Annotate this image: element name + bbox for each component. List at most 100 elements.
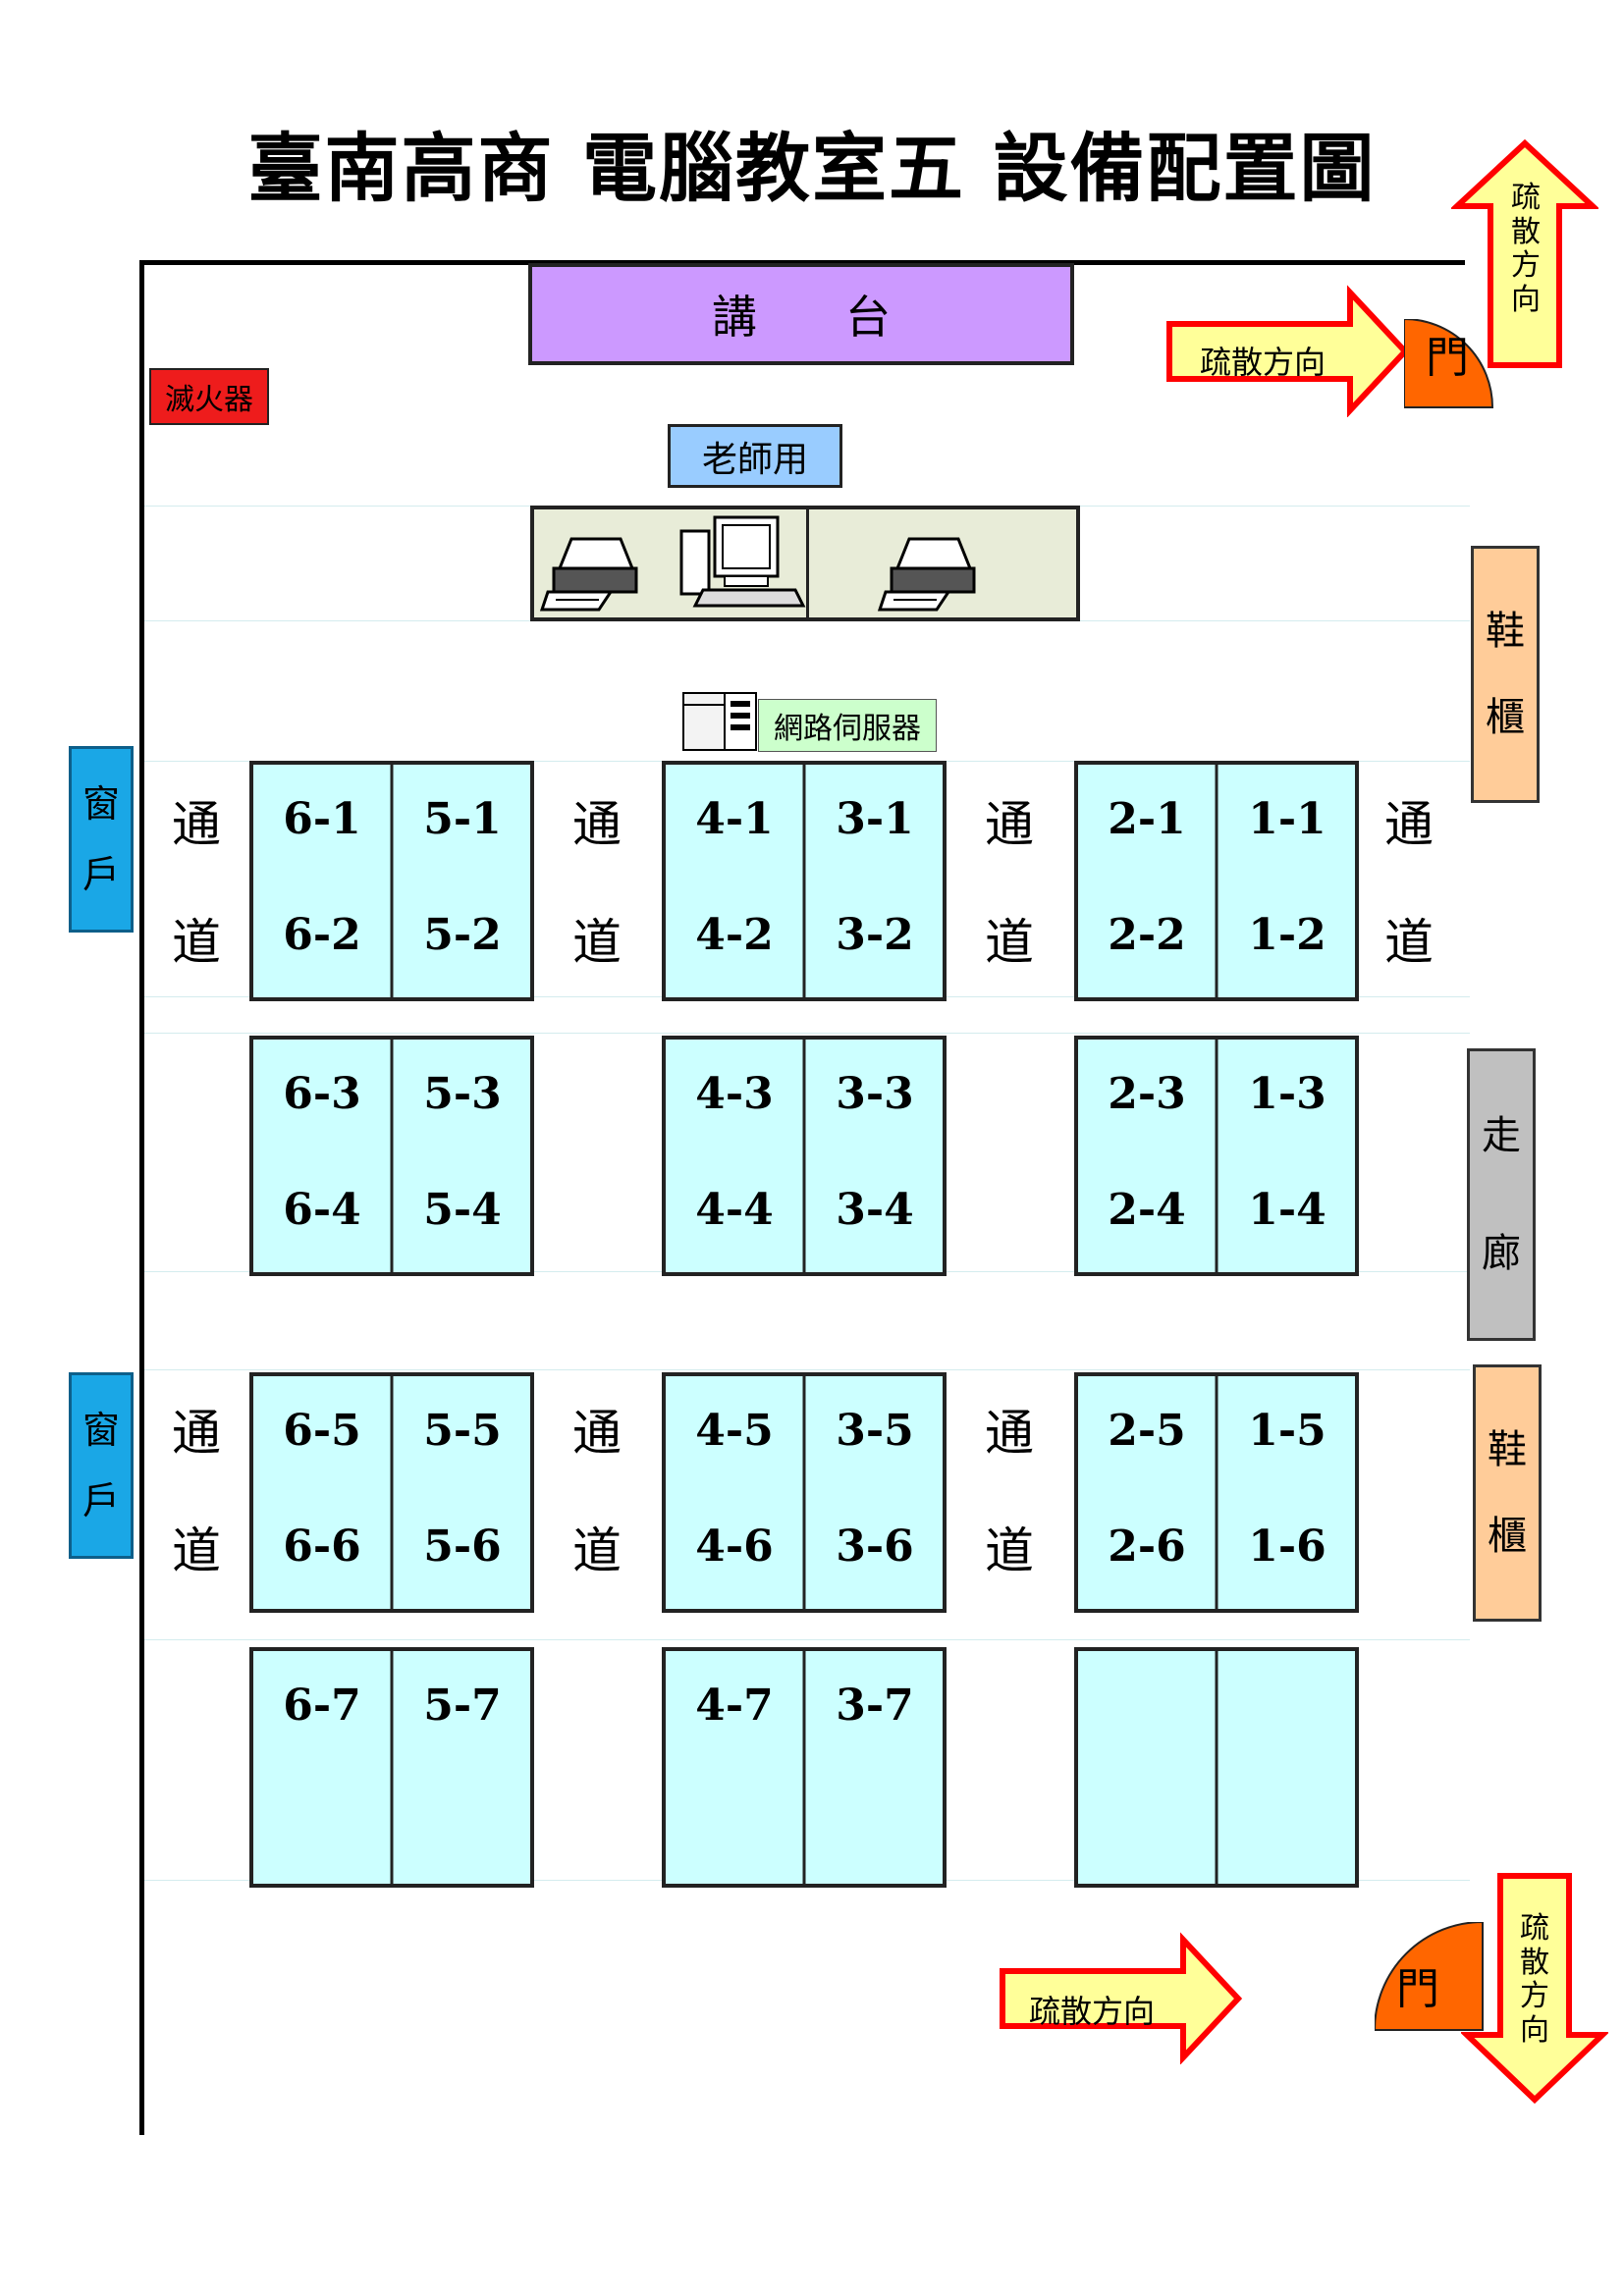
door-icon bbox=[1375, 1922, 1484, 2031]
evac-arrow-right bbox=[1166, 285, 1410, 417]
seat-label: 5-4 bbox=[423, 1185, 502, 1235]
seat-label: 6-4 bbox=[283, 1185, 361, 1235]
shoe-cabinet-char: 鞋 bbox=[1488, 1427, 1527, 1472]
seat-block: 2-5 2-6 1-5 1-6 bbox=[1074, 1372, 1359, 1613]
seat-block: 4-5 4-6 3-5 3-6 bbox=[662, 1372, 947, 1613]
seat-label: 5-6 bbox=[423, 1522, 502, 1572]
aisle-char: 道 bbox=[572, 1522, 622, 1579]
seat-label: 1-6 bbox=[1248, 1522, 1326, 1572]
aisle-char: 道 bbox=[172, 914, 221, 971]
shoe-cabinet-char: 鞋 bbox=[1486, 609, 1525, 654]
seat-label: 5-1 bbox=[423, 794, 502, 844]
aisle-char: 通 bbox=[572, 1405, 622, 1462]
aisle-char: 道 bbox=[572, 914, 622, 971]
seat-label: 2-5 bbox=[1108, 1406, 1186, 1456]
evac-char: 方 bbox=[1511, 248, 1541, 283]
seat-label: 2-6 bbox=[1108, 1522, 1186, 1572]
seat-label: 5-5 bbox=[423, 1406, 502, 1456]
door-label: 門 bbox=[1426, 333, 1469, 383]
computer-icon bbox=[679, 515, 806, 608]
seat-label: 2-1 bbox=[1108, 794, 1186, 844]
seat-label: 4-4 bbox=[695, 1185, 774, 1235]
seat-label: 3-7 bbox=[836, 1681, 914, 1731]
aisle-char: 通 bbox=[985, 796, 1034, 853]
corridor-char: 廊 bbox=[1482, 1231, 1521, 1276]
seat-label: 3-5 bbox=[836, 1406, 914, 1456]
window: 窗 戶 bbox=[69, 746, 134, 933]
seat-label: 6-3 bbox=[283, 1069, 361, 1119]
fire-extinguisher: 滅火器 bbox=[149, 368, 269, 425]
aisle-char: 通 bbox=[985, 1405, 1034, 1462]
printer-icon bbox=[877, 537, 976, 612]
aisle-char: 通 bbox=[172, 796, 221, 853]
teacher-desk bbox=[530, 506, 1080, 621]
seat-block: 6-7 5-7 bbox=[249, 1647, 534, 1888]
shoe-cabinet: 鞋 櫃 bbox=[1473, 1364, 1542, 1622]
shoe-cabinet: 鞋 櫃 bbox=[1471, 546, 1540, 803]
seat-label: 1-3 bbox=[1248, 1069, 1326, 1119]
evac-char: 疏 bbox=[1511, 181, 1541, 215]
seat-block: 2-1 2-2 1-1 1-2 bbox=[1074, 761, 1359, 1001]
server-label: 網路伺服器 bbox=[758, 699, 937, 752]
seat-label: 2-3 bbox=[1108, 1069, 1186, 1119]
front-wall bbox=[139, 260, 1465, 265]
window: 窗 戶 bbox=[69, 1372, 134, 1559]
seat-label: 4-3 bbox=[695, 1069, 774, 1119]
evac-label: 疏散方向 bbox=[1200, 344, 1326, 381]
window-char: 戶 bbox=[81, 853, 120, 896]
floor-line bbox=[144, 1639, 1470, 1640]
evac-vertical-label: 疏 散 方 向 bbox=[1515, 1911, 1554, 2048]
aisle-char: 道 bbox=[985, 1522, 1034, 1579]
seat-block: 6-3 6-4 5-3 5-4 bbox=[249, 1036, 534, 1276]
evac-char: 散 bbox=[1520, 1945, 1549, 1980]
evac-vertical-label: 疏 散 方 向 bbox=[1506, 181, 1545, 317]
seat-label: 6-2 bbox=[283, 910, 361, 960]
evac-char: 散 bbox=[1511, 214, 1541, 249]
seat-block: 2-3 2-4 1-3 1-4 bbox=[1074, 1036, 1359, 1276]
seat-label: 4-5 bbox=[695, 1406, 774, 1456]
aisle-char: 通 bbox=[572, 796, 622, 853]
floor-line bbox=[144, 1033, 1470, 1034]
seat-label: 4-2 bbox=[695, 910, 774, 960]
evac-char: 方 bbox=[1520, 1979, 1549, 2013]
corridor: 走 廊 bbox=[1467, 1048, 1536, 1341]
seat-block: 4-1 4-2 3-1 3-2 bbox=[662, 761, 947, 1001]
evac-arrow-right bbox=[1000, 1932, 1243, 2064]
seat-label: 6-7 bbox=[283, 1681, 361, 1731]
server-icon bbox=[682, 692, 757, 751]
shoe-cabinet-char: 櫃 bbox=[1488, 1514, 1527, 1559]
evac-arrow-down bbox=[1461, 1873, 1608, 2105]
seat-label: 6-5 bbox=[283, 1406, 361, 1456]
seat-label: 3-1 bbox=[836, 794, 914, 844]
left-wall bbox=[139, 260, 144, 2135]
evac-char: 向 bbox=[1520, 2012, 1549, 2048]
seat-block: 6-5 6-6 5-5 5-6 bbox=[249, 1372, 534, 1613]
seat-label: 3-2 bbox=[836, 910, 914, 960]
aisle-char: 道 bbox=[985, 914, 1034, 971]
seat-label: 1-5 bbox=[1248, 1406, 1326, 1456]
seat-label: 4-7 bbox=[695, 1681, 774, 1731]
seat-label: 3-6 bbox=[836, 1522, 914, 1572]
window-char: 戶 bbox=[81, 1479, 120, 1522]
page-title: 臺南高商 電腦教室五 設備配置圖 bbox=[247, 125, 1377, 212]
teacher-label: 老師用 bbox=[668, 424, 842, 488]
podium: 講台 bbox=[528, 263, 1074, 365]
seat-label: 2-2 bbox=[1108, 910, 1186, 960]
seat-label: 4-6 bbox=[695, 1522, 774, 1572]
aisle-char: 道 bbox=[172, 1522, 221, 1579]
door-icon bbox=[1404, 319, 1494, 408]
seat-label: 1-2 bbox=[1248, 910, 1326, 960]
seat-block bbox=[1074, 1647, 1359, 1888]
seat-label: 6-1 bbox=[283, 794, 361, 844]
printer-icon bbox=[539, 537, 638, 612]
seat-block: 6-1 6-2 5-1 5-2 bbox=[249, 761, 534, 1001]
evac-char: 向 bbox=[1511, 282, 1541, 317]
podium-label: 講台 bbox=[712, 291, 979, 344]
window-char: 窗 bbox=[81, 781, 120, 826]
seat-block: 4-3 4-4 3-3 3-4 bbox=[662, 1036, 947, 1276]
aisle-char: 通 bbox=[1384, 796, 1434, 853]
evac-label: 疏散方向 bbox=[1029, 1993, 1156, 2030]
seat-block: 4-7 3-7 bbox=[662, 1647, 947, 1888]
seat-label: 5-3 bbox=[423, 1069, 502, 1119]
evac-char: 疏 bbox=[1520, 1911, 1549, 1946]
